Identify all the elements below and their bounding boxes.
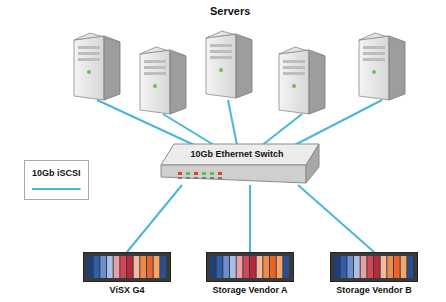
switch-label: 10Gb Ethernet Switch: [160, 143, 320, 159]
group-label: Servers: [210, 5, 250, 17]
storage-array: ViSX G4: [83, 252, 171, 296]
ethernet-switch: 10Gb Ethernet Switch: [160, 143, 320, 185]
storage-label: ViSX G4: [83, 285, 171, 295]
legend-text: 10Gb iSCSI: [25, 168, 88, 178]
iscsi-link: [127, 185, 182, 252]
legend-line-sample: [30, 185, 83, 193]
storage-label: Storage Vendor A: [206, 285, 294, 295]
iscsi-link: [249, 185, 251, 252]
array-graphic: [206, 252, 294, 282]
storage-array: Storage Vendor A: [206, 252, 294, 296]
array-graphic: [83, 252, 171, 282]
legend-box: 10Gb iSCSI: [24, 160, 89, 200]
storage-array: Storage Vendor B: [330, 252, 418, 296]
array-graphic: [330, 252, 418, 282]
iscsi-link: [298, 185, 374, 252]
storage-label: Storage Vendor B: [330, 285, 418, 295]
